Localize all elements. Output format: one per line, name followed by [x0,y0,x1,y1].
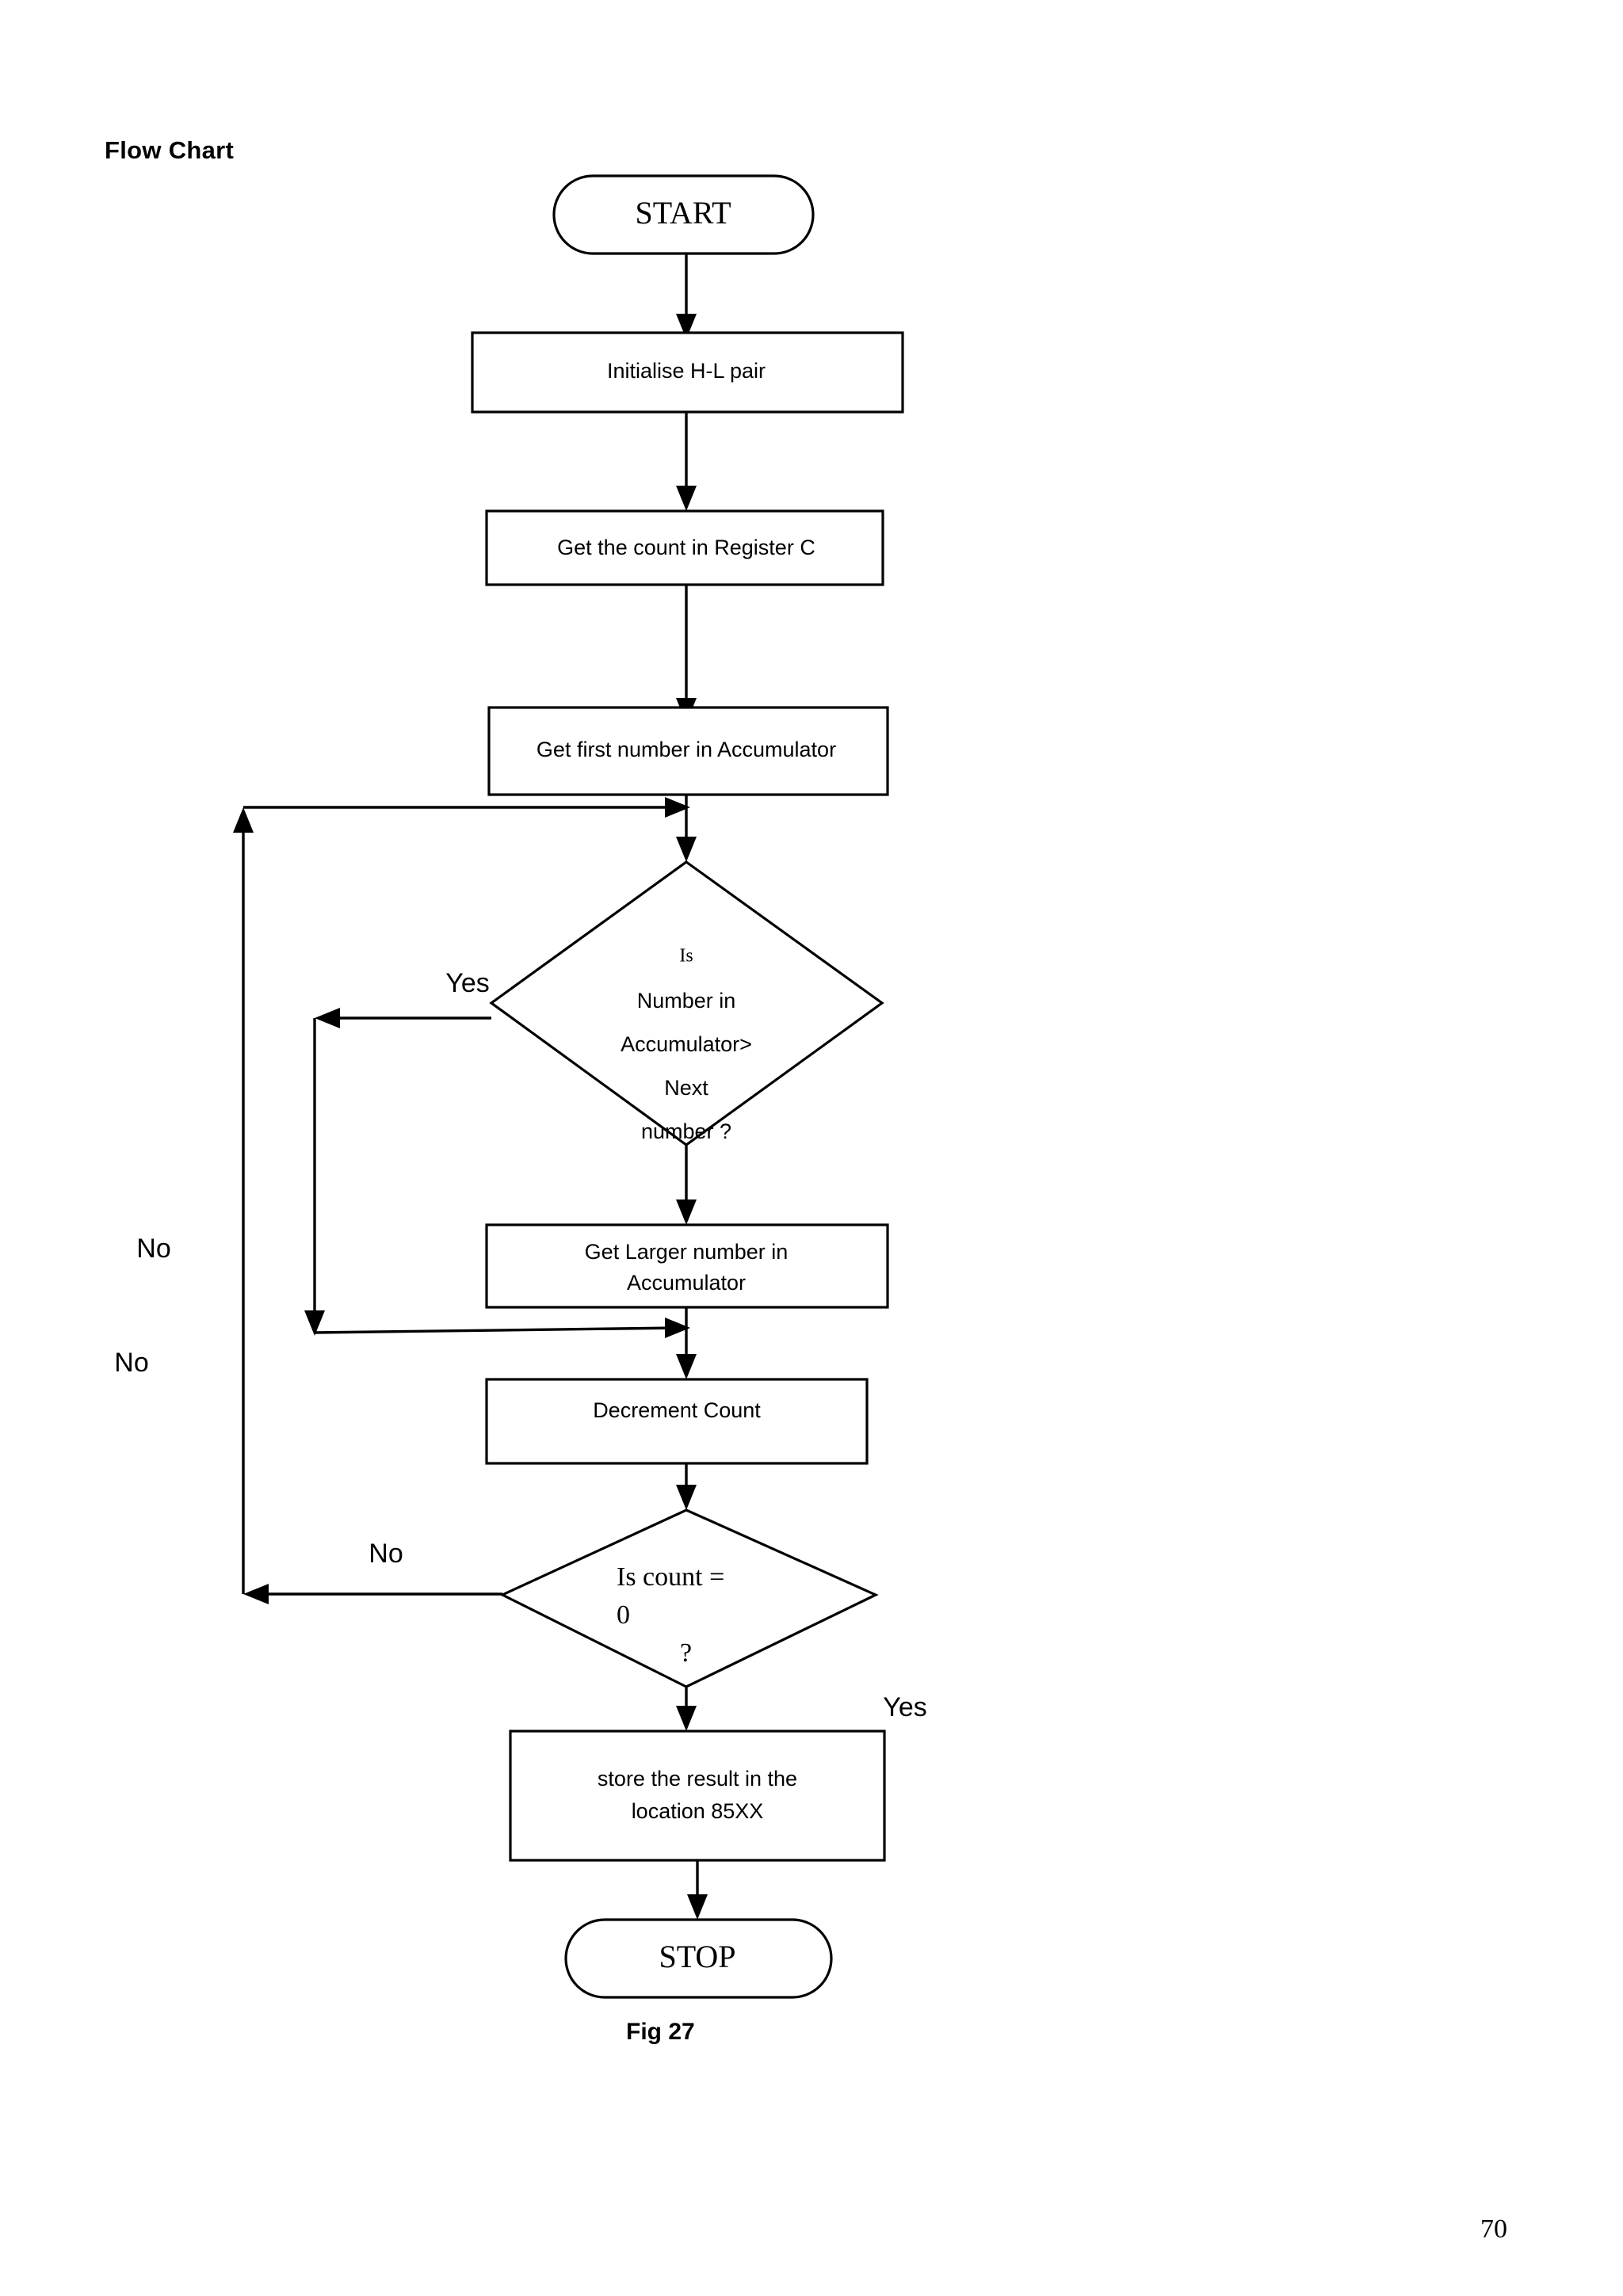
node-store[interactable]: store the result in the location 85XX [509,1730,886,1862]
page-number: 70 [1480,2214,1507,2244]
node-decision-countzero-line1: Is count = [617,1562,724,1592]
branch-label-no-upper: No [136,1234,170,1264]
edge-countzero-no-loop [233,797,690,1604]
node-decision-compare-line1: Number in [637,989,736,1013]
node-decision-countzero-line2: 0 [617,1600,630,1630]
node-decision-countzero-line3: ? [680,1638,692,1668]
page-title: Flow Chart [105,136,235,164]
node-decrement[interactable]: Decrement Count [485,1378,869,1465]
node-store-line1: store the result in the [598,1767,797,1791]
node-decision-compare-line4: number ? [641,1119,731,1143]
node-stop[interactable]: STOP [564,1918,833,1999]
branch-label-no-countzero: No [369,1539,403,1569]
node-decision-compare-lead: Is [679,946,693,967]
edge-store-to-stop [687,1860,708,1920]
edge-start-to-init [676,254,697,339]
node-start-label: START [635,195,731,231]
edge-compare-yes-loop [304,1008,690,1338]
node-stop-label: STOP [659,1939,735,1974]
node-init[interactable]: Initialise H-L pair [471,331,904,414]
node-get-first-label: Get first number in Accumulator [537,738,836,761]
node-get-larger[interactable]: Get Larger number in Accumulator [485,1223,889,1309]
node-decision-compare-line2: Accumulator> [621,1032,752,1056]
node-get-first[interactable]: Get first number in Accumulator [487,706,889,796]
node-decision-compare[interactable]: Is Number in Accumulator> Next number ? [489,860,884,1146]
edge-init-to-count [676,412,697,511]
node-init-label: Initialise H-L pair [607,359,766,383]
node-start[interactable]: START [552,174,815,255]
edge-first-to-compare [676,795,697,862]
branch-label-yes-compare: Yes [445,968,489,998]
edge-decrement-to-countzero [676,1463,697,1510]
edge-countzero-to-store [676,1687,697,1731]
branch-label-no-lower: No [114,1348,148,1378]
node-decision-countzero[interactable]: Is count = 0 ? [499,1508,879,1688]
edge-count-to-first [676,585,697,723]
node-get-count-label: Get the count in Register C [557,536,815,559]
branch-label-yes-countzero: Yes [883,1692,926,1722]
node-decision-compare-line3: Next [664,1076,708,1100]
figure-caption: Fig 27 [626,2019,695,2045]
node-get-count[interactable]: Get the count in Register C [485,509,884,586]
node-get-larger-line2: Accumulator [627,1271,746,1295]
node-store-line2: location 85XX [632,1799,764,1823]
edge-larger-to-decrement [676,1307,697,1379]
node-decrement-label: Decrement Count [593,1398,761,1422]
edge-compare-to-larger [676,1145,697,1225]
node-get-larger-line1: Get Larger number in [585,1240,789,1264]
